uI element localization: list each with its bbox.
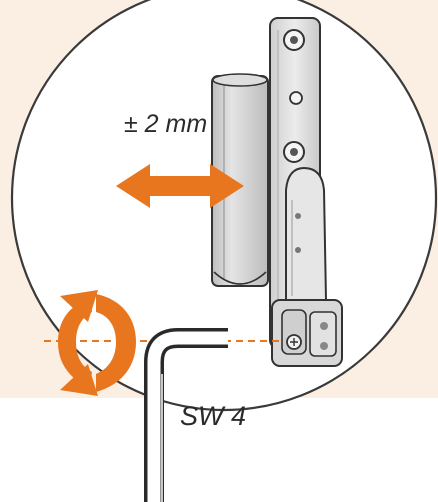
screw-hole-middle: [289, 91, 303, 105]
adjust-label: ± 2 mm: [124, 110, 207, 138]
double-arrow-icon: [116, 164, 244, 208]
hinge-assembly: [211, 17, 343, 367]
hinge-arm: [285, 166, 328, 306]
rotate-icon: [58, 290, 136, 396]
hex-key-icon: [144, 328, 228, 502]
background-lower: [0, 398, 438, 502]
tool-label: SW 4: [180, 401, 246, 431]
